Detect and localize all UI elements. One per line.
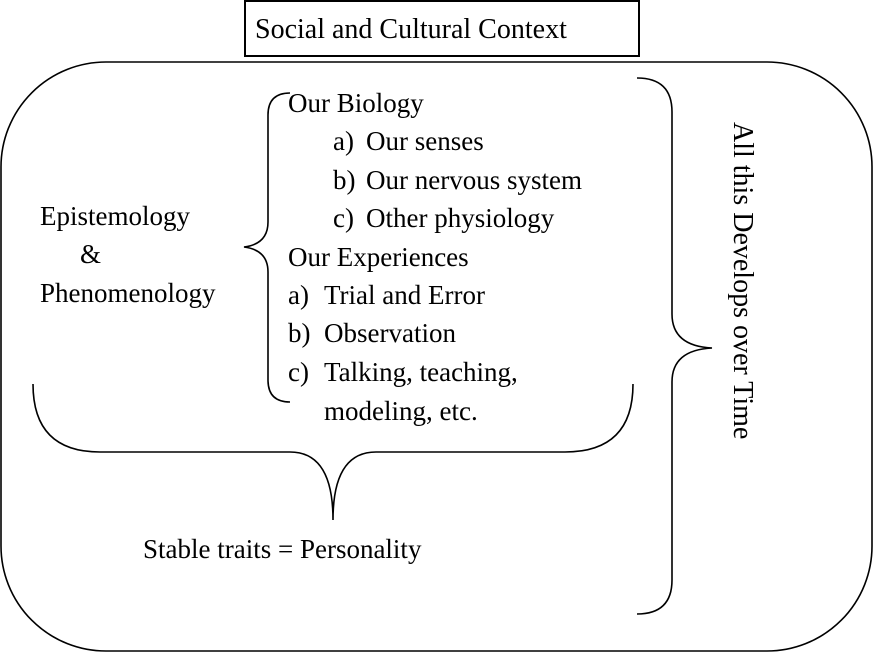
ampersand-label: & [80,239,102,269]
develops-over-time-label: All this Develops over Time [727,122,758,440]
right-time-brace [636,77,713,615]
bottom-personality-brace [32,383,634,521]
personality-label: Stable traits = Personality [143,534,422,564]
experiences-item-text: Observation [324,318,456,348]
biology-heading: Our Biology [288,88,424,118]
biology-item-text: Our senses [366,126,484,156]
experiences-heading: Our Experiences [288,242,469,272]
title-box: Social and Cultural Context [244,0,640,57]
inner-left-brace [243,92,291,403]
biology-item-text: Other physiology [366,203,555,233]
biology-item-marker: b) [333,165,356,195]
experiences-item-text: Talking, teaching, [324,357,518,387]
page-title: Social and Cultural Context [255,14,567,45]
experiences-item-marker: b) [288,318,311,348]
context-boundary [0,61,873,652]
biology-item-text: Our nervous system [366,165,582,195]
biology-item-marker: c) [333,203,354,233]
experiences-item-marker: a) [288,280,309,310]
biology-item-marker: a) [333,126,354,156]
epistemology-label: Epistemology [40,201,190,231]
experiences-item-marker: c) [288,357,309,387]
phenomenology-label: Phenomenology [40,278,216,308]
experiences-item-text: modeling, etc. [324,396,478,426]
experiences-item-text: Trial and Error [324,280,485,310]
